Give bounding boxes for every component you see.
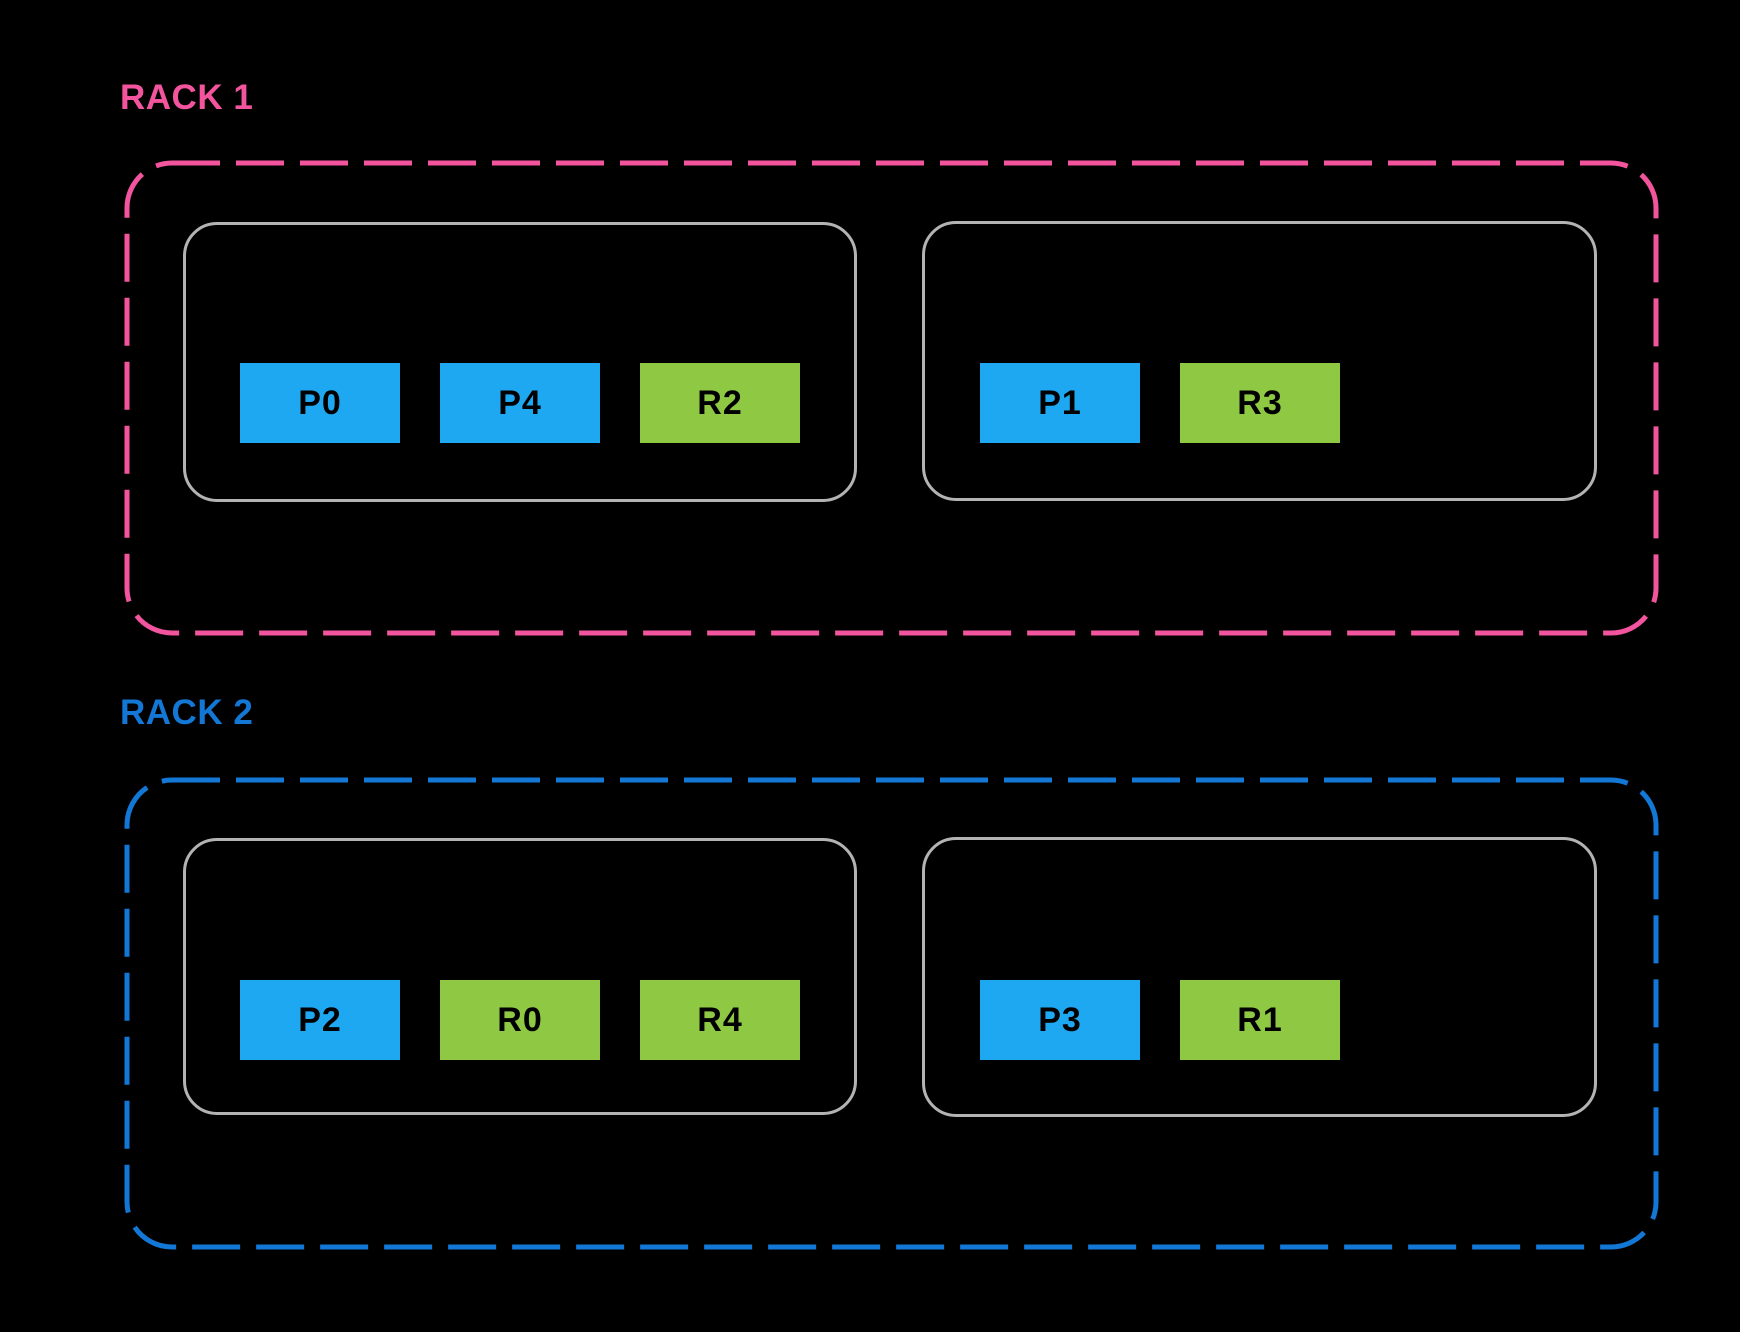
rack-1-node-1 — [183, 222, 857, 502]
rack-2-boundary — [124, 777, 1659, 1250]
rack-1-boundary — [124, 160, 1659, 636]
rack-1-label: RACK 1 — [120, 78, 254, 117]
chip-r0: R0 — [440, 980, 600, 1060]
chip-r3: R3 — [1180, 363, 1340, 443]
rack-2-node-1 — [183, 838, 857, 1115]
rack-2-label: RACK 2 — [120, 693, 254, 732]
rack-2-dashed-border — [124, 777, 1659, 1250]
chip-p3: P3 — [980, 980, 1140, 1060]
chip-p1: P1 — [980, 363, 1140, 443]
chip-r4: R4 — [640, 980, 800, 1060]
chip-r1: R1 — [1180, 980, 1340, 1060]
chip-p0: P0 — [240, 363, 400, 443]
rack-1-node-2 — [922, 221, 1597, 501]
rack-1-dashed-border — [124, 160, 1659, 636]
chip-p2: P2 — [240, 980, 400, 1060]
rack-2-node-2 — [922, 837, 1597, 1117]
chip-p4: P4 — [440, 363, 600, 443]
chip-r2: R2 — [640, 363, 800, 443]
